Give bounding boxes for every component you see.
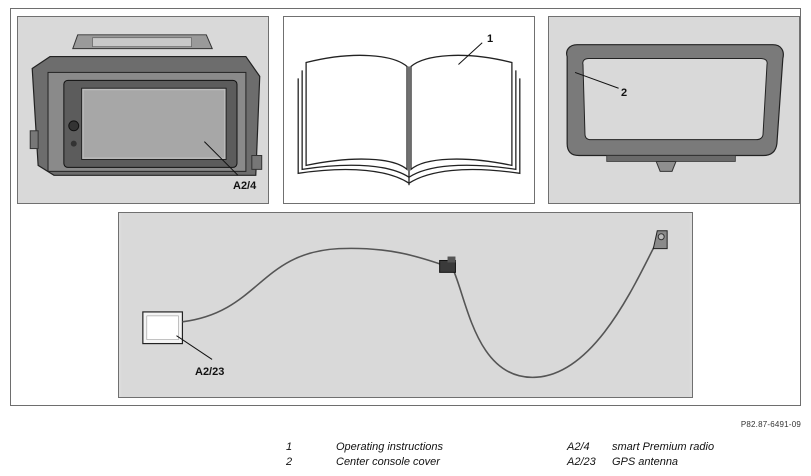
panel-cover-image: 2 — [548, 16, 800, 204]
callout-antenna: A2/23 — [195, 366, 225, 378]
callout-manual: 1 — [487, 33, 494, 45]
panel-manual-image: 1 — [283, 16, 535, 204]
radio-illustration — [18, 17, 268, 203]
legend-text: Operating instructions — [336, 441, 443, 453]
legend-key: A2/4 — [567, 441, 590, 453]
panel-radio-image: A2/4 — [17, 16, 269, 204]
legend: 1 Operating instructions A2/4 smart Prem… — [0, 441, 811, 471]
legend-row: 1 Operating instructions A2/4 smart Prem… — [0, 441, 811, 455]
legend-key: 1 — [286, 441, 293, 453]
figure-code: P82.87-6491-09 — [740, 420, 801, 429]
legend-text: GPS antenna — [612, 456, 679, 468]
cover-illustration — [549, 17, 799, 203]
legend-text: smart Premium radio — [612, 441, 715, 453]
book-illustration — [297, 42, 521, 186]
panel-gps-antenna-image: A2/23 — [118, 212, 693, 398]
legend-key: 2 — [286, 456, 293, 468]
legend-key: A2/23 — [567, 456, 596, 468]
legend-row: 2 Center console cover A2/23 GPS antenna — [0, 456, 811, 470]
gps-antenna-illustration — [121, 213, 690, 397]
callout-radio: A2/4 — [233, 180, 257, 192]
callout-cover: 2 — [621, 87, 628, 99]
legend-text: Center console cover — [336, 456, 440, 468]
